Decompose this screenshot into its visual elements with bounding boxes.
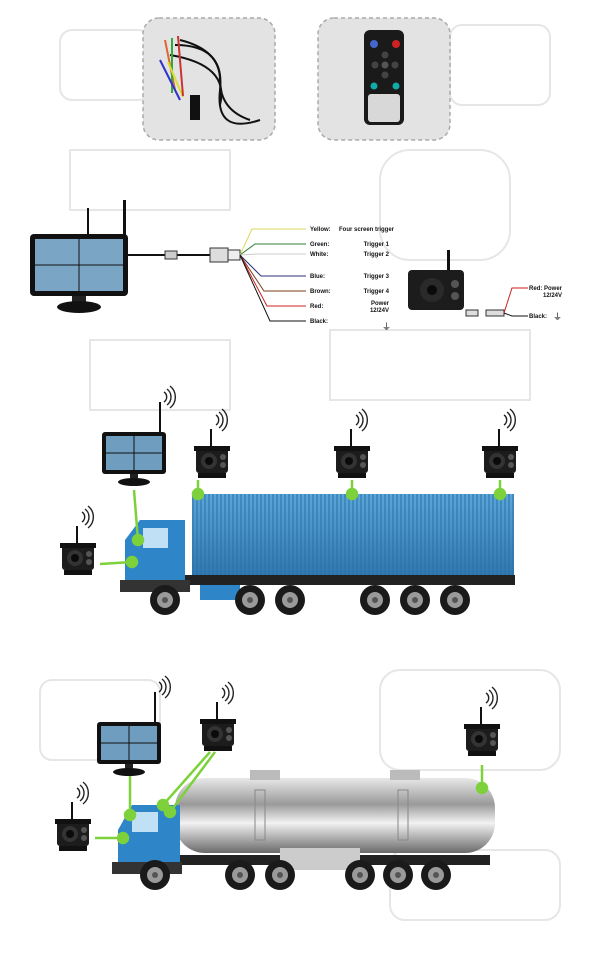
- antenna-icon: [123, 200, 126, 240]
- wiring-diagram: [29, 200, 241, 313]
- wire-function-label: Power: [371, 301, 390, 307]
- ground-icon: ⏚: [382, 322, 391, 332]
- wire-function-label: Trigger 3: [364, 274, 390, 280]
- wire-function-label: Trigger 1: [364, 242, 390, 248]
- tanker-truck-scene: [55, 675, 500, 890]
- wiring-camera-icon: [408, 250, 528, 317]
- camera-icon: [464, 686, 500, 756]
- wire-function-label: Trigger 2: [364, 252, 390, 258]
- wire-function-label: 12/24V: [370, 308, 389, 314]
- camera-wire-red-function: 12/24V: [543, 293, 562, 299]
- wire-color-label: Black:: [310, 319, 328, 325]
- camera-icon: [55, 781, 91, 851]
- camera-icon: [200, 681, 236, 751]
- wire-function-label: Four screen trigger: [339, 227, 395, 233]
- wire-color-label: Blue:: [310, 274, 325, 280]
- wire-line: [239, 254, 306, 307]
- wire-line: [239, 253, 306, 256]
- wire-color-label: Brown:: [310, 289, 331, 295]
- remote-control-icon: [364, 30, 404, 125]
- camera-icon: [482, 408, 518, 478]
- wire-function-label: Trigger 4: [364, 289, 390, 295]
- container-truck-scene: [60, 385, 518, 615]
- camera-icon: [334, 408, 370, 478]
- wire-color-label: Yellow:: [310, 227, 331, 233]
- wire-line: [239, 243, 306, 256]
- wire-line: [239, 254, 306, 292]
- camera-wire-red-label: Red: Power: [529, 286, 563, 292]
- camera-icon: [60, 505, 96, 575]
- wire-line: [239, 228, 306, 256]
- camera-wire-black-label: Black:: [529, 314, 547, 320]
- wiring-harness-icon: [159, 35, 261, 125]
- cable-accessory-box: [142, 17, 276, 141]
- wire-color-label: Red:: [310, 304, 323, 310]
- ground-icon: ⏚: [553, 312, 562, 322]
- remote-accessory-box: [317, 17, 451, 141]
- background-sketches: [39, 24, 561, 921]
- wire-color-label: Green:: [310, 242, 329, 248]
- wire-line: [239, 254, 306, 322]
- wire-color-label: White:: [310, 252, 328, 258]
- wire-line: [239, 254, 306, 277]
- camera-icon: [194, 408, 230, 478]
